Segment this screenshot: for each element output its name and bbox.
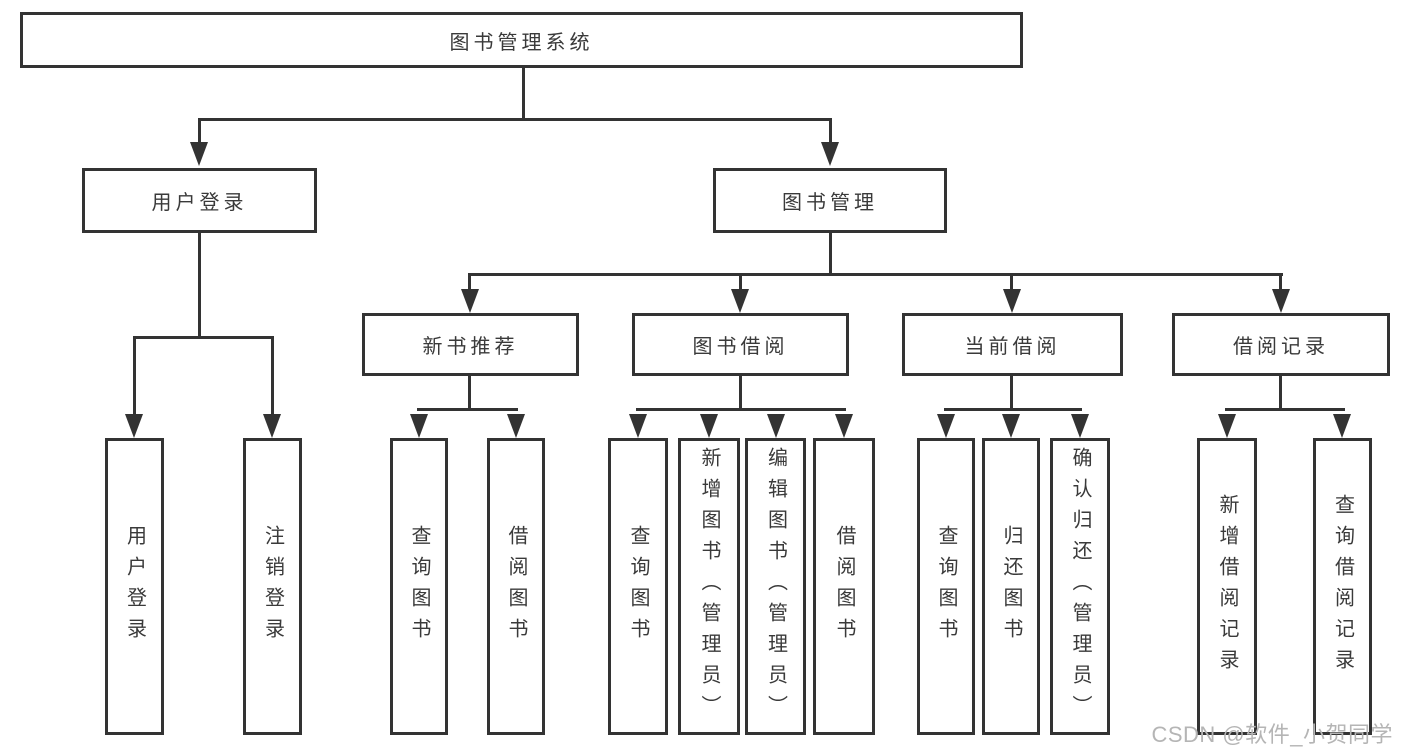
node-borrowing-records: 借阅记录 <box>1172 313 1390 376</box>
connector-stem <box>1010 273 1013 292</box>
arrow-down-icon <box>125 414 143 438</box>
connector-stem <box>468 273 471 292</box>
connector-stem <box>198 118 201 144</box>
connector-split <box>636 408 846 411</box>
arrow-down-icon <box>507 414 525 438</box>
connector-stem <box>271 336 274 418</box>
arrow-down-icon <box>190 142 208 166</box>
node-leaf-borrow-books-recommend: 借阅图书 <box>487 438 545 735</box>
connector-stem <box>1279 376 1282 411</box>
connector-level1-split <box>198 118 832 121</box>
node-leaf-logout: 注销登录 <box>243 438 302 735</box>
node-leaf-add-books-admin: 新增图书（管理员） <box>678 438 740 735</box>
node-leaf-query-books-current: 查询图书 <box>917 438 975 735</box>
arrow-down-icon <box>937 414 955 438</box>
arrow-down-icon <box>1272 289 1290 313</box>
connector-split <box>944 408 1082 411</box>
node-leaf-user-login: 用户登录 <box>105 438 164 735</box>
connector-split <box>1225 408 1345 411</box>
connector-stem <box>829 233 832 276</box>
connector-stem <box>739 273 742 292</box>
arrow-down-icon <box>263 414 281 438</box>
connector-stem <box>1010 376 1013 411</box>
node-book-borrowing: 图书借阅 <box>632 313 849 376</box>
node-leaf-confirm-return-admin: 确认归还（管理员） <box>1050 438 1110 735</box>
arrow-down-icon <box>1003 289 1021 313</box>
node-new-book-recommendation: 新书推荐 <box>362 313 579 376</box>
leaf-label: 确认归还（管理员） <box>1069 447 1091 726</box>
node-leaf-borrow-books: 借阅图书 <box>813 438 875 735</box>
leaf-label: 新增借阅记录 <box>1216 493 1238 680</box>
arrow-down-icon <box>700 414 718 438</box>
arrow-down-icon <box>767 414 785 438</box>
connector-stem <box>1279 273 1282 292</box>
connector-stem <box>829 118 832 144</box>
node-current-borrowing: 当前借阅 <box>902 313 1123 376</box>
arrow-down-icon <box>461 289 479 313</box>
arrow-down-icon <box>835 414 853 438</box>
connector-split <box>417 408 518 411</box>
leaf-label: 注销登录 <box>261 524 284 649</box>
leaf-label: 新增图书（管理员） <box>698 447 720 726</box>
connector-root-stem <box>522 67 525 118</box>
connector-stem <box>198 233 201 339</box>
node-user-login-branch: 用户登录 <box>82 168 317 233</box>
node-leaf-edit-books-admin: 编辑图书（管理员） <box>745 438 806 735</box>
csdn-watermark: CSDN @软件_小贺同学 <box>1151 722 1393 747</box>
leaf-label: 查询借阅记录 <box>1331 493 1354 680</box>
connector-level2-split <box>468 273 1283 276</box>
arrow-down-icon <box>1071 414 1089 438</box>
arrow-down-icon <box>410 414 428 438</box>
leaf-label: 查询图书 <box>627 524 649 649</box>
leaf-label: 查询图书 <box>935 524 957 649</box>
leaf-label: 借阅图书 <box>505 524 527 649</box>
leaf-label: 用户登录 <box>123 524 146 649</box>
arrow-down-icon <box>821 142 839 166</box>
arrow-down-icon <box>731 289 749 313</box>
leaf-label: 编辑图书（管理员） <box>764 447 787 726</box>
connector-stem <box>468 376 471 411</box>
node-library-management-system: 图书管理系统 <box>20 12 1023 68</box>
node-leaf-query-books-borrowing: 查询图书 <box>608 438 668 735</box>
node-book-management-branch: 图书管理 <box>713 168 947 233</box>
connector-split <box>133 336 274 339</box>
leaf-label: 归还图书 <box>1000 524 1022 649</box>
connector-stem <box>133 336 136 418</box>
arrow-down-icon <box>1218 414 1236 438</box>
leaf-label: 借阅图书 <box>833 524 855 649</box>
connector-stem <box>739 376 742 411</box>
arrow-down-icon <box>629 414 647 438</box>
node-leaf-return-books: 归还图书 <box>982 438 1040 735</box>
leaf-label: 查询图书 <box>408 524 430 649</box>
arrow-down-icon <box>1333 414 1351 438</box>
node-leaf-query-books-recommend: 查询图书 <box>390 438 448 735</box>
node-leaf-query-borrow-record: 查询借阅记录 <box>1313 438 1372 735</box>
node-leaf-add-borrow-record: 新增借阅记录 <box>1197 438 1257 735</box>
arrow-down-icon <box>1002 414 1020 438</box>
